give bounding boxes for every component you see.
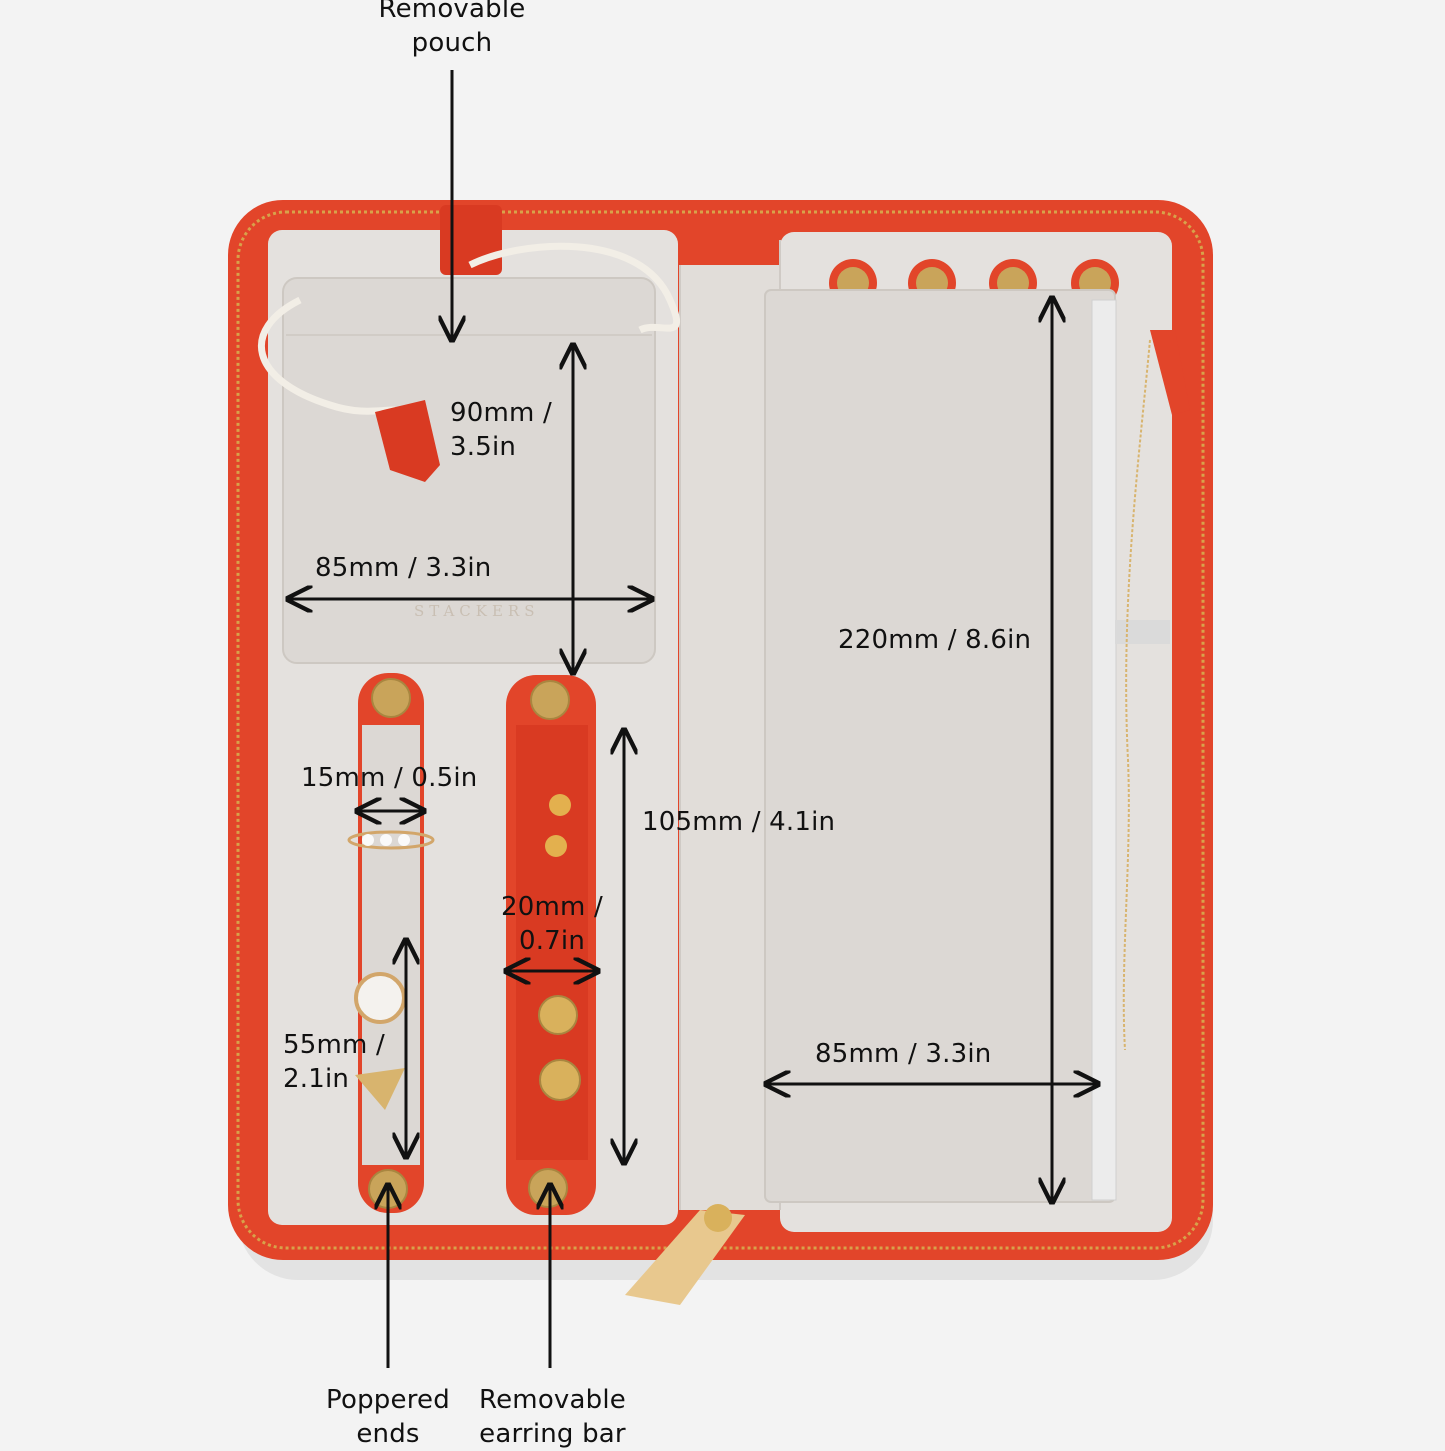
ring-stone-1 (362, 834, 374, 846)
poppered-ends-label: Poppered ends (326, 1385, 450, 1449)
spine (680, 265, 780, 1210)
zip-pull-tab (1150, 330, 1190, 415)
earring-knot-2 (539, 1059, 581, 1101)
earring-bar-title-label: Removable earring bar (479, 1385, 626, 1449)
pouch-drawstring-2 (258, 296, 396, 415)
ring-marble (354, 972, 406, 1024)
earring-knot-1 (538, 995, 578, 1035)
pouch-height-label: 90mm / 3.5in (450, 398, 552, 462)
earring-bar-top-popper (530, 680, 570, 720)
pocket-zip (1091, 299, 1117, 1201)
earring-bar-length-label: 105mm / 4.1in (642, 807, 836, 837)
zip-slider (704, 1204, 732, 1232)
ring-stones (347, 830, 435, 850)
pouch-title-label: Removable pouch (378, 0, 526, 58)
earring-bar-bottom-popper (528, 1168, 568, 1208)
drawstring-toggle (375, 400, 440, 482)
pouch-width-label: 85mm / 3.3in (315, 553, 492, 583)
pouch-drawstring (468, 242, 680, 334)
pocket-width-label: 85mm / 3.3in (815, 1039, 992, 1069)
ring-bar-top-popper (371, 678, 411, 718)
elastic-strap (1115, 620, 1170, 644)
earring-rose-2 (545, 835, 567, 857)
pocket-height-label: 220mm / 8.6in (838, 625, 1032, 655)
ring-bar-length-label: 55mm / 2.1in (283, 1030, 385, 1094)
earring-rose-1 (549, 794, 571, 816)
earring-bar-width-label: 20mm / 0.7in (501, 892, 603, 956)
ring-stone-2 (380, 834, 392, 846)
ring-bar-width-label: 15mm / 0.5in (301, 763, 478, 793)
brand-stamp: STACKERS (414, 602, 540, 620)
ring-stone-3 (398, 834, 410, 846)
bottom-zip-pull (625, 1210, 745, 1305)
necklace (1122, 339, 1151, 1051)
